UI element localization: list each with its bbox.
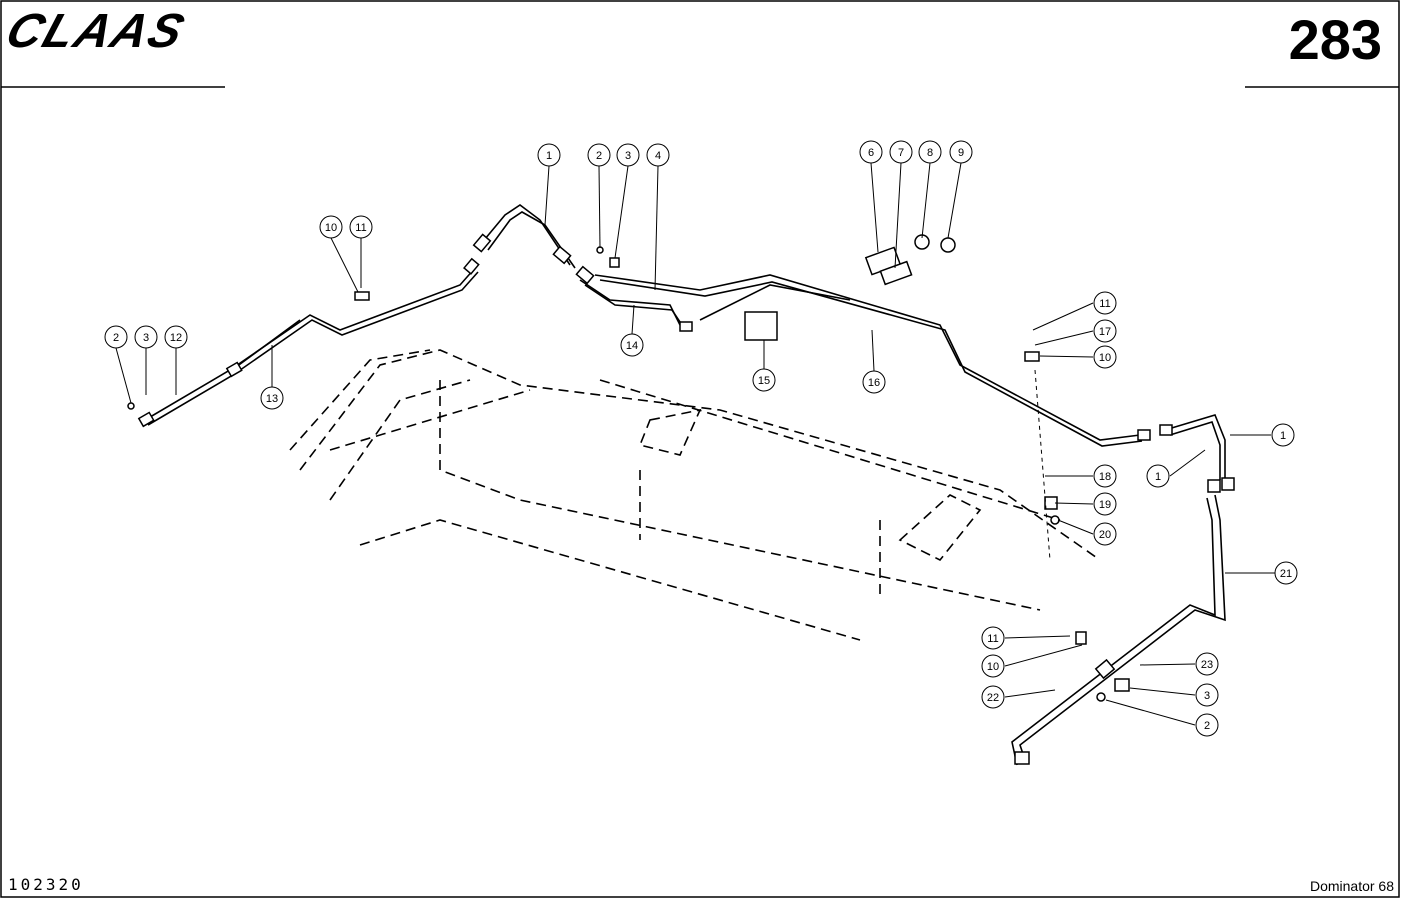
callout-15: 15 — [752, 368, 776, 392]
callout-11-c: 11 — [981, 626, 1005, 650]
svg-text:15: 15 — [758, 375, 770, 387]
callout-1-a: 1 — [537, 143, 561, 167]
callout-19: 19 — [1093, 492, 1117, 516]
callout-2-c: 2 — [1195, 713, 1219, 737]
callout-4: 4 — [646, 143, 670, 167]
callout-20: 20 — [1093, 522, 1117, 546]
callout-6: 6 — [859, 140, 883, 164]
svg-text:22: 22 — [987, 692, 999, 704]
svg-text:11: 11 — [355, 222, 366, 234]
fittings — [127, 233, 1235, 765]
hydraulic-lines — [144, 204, 1226, 766]
svg-text:23: 23 — [1201, 659, 1213, 671]
drawing-number: 102320 — [8, 875, 84, 894]
callouts: 1 2 3 4 6 7 8 9 10 11 2 3 12 13 14 15 16… — [104, 140, 1298, 737]
svg-text:2: 2 — [113, 332, 119, 344]
svg-text:10: 10 — [987, 661, 999, 673]
brand-logo: CLAAS — [0, 5, 193, 58]
callout-12: 12 — [164, 325, 188, 349]
svg-text:10: 10 — [1099, 352, 1111, 364]
svg-text:2: 2 — [596, 150, 602, 162]
svg-text:21: 21 — [1280, 568, 1292, 580]
svg-text:19: 19 — [1099, 499, 1111, 511]
callout-3-a: 3 — [616, 143, 640, 167]
callout-2-b: 2 — [104, 325, 128, 349]
callout-22: 22 — [981, 685, 1005, 709]
callout-3-c: 3 — [1195, 683, 1219, 707]
callout-3-b: 3 — [134, 325, 158, 349]
machine-outline — [289, 349, 1101, 641]
callout-8: 8 — [918, 140, 942, 164]
svg-text:16: 16 — [868, 377, 880, 389]
callout-10-b: 10 — [1093, 345, 1117, 369]
svg-text:12: 12 — [170, 332, 182, 344]
page-number: 283 — [1288, 8, 1382, 71]
callout-1-b: 1 — [1271, 423, 1295, 447]
svg-text:1: 1 — [1280, 430, 1286, 442]
svg-text:1: 1 — [1155, 471, 1161, 483]
callout-16: 16 — [862, 370, 886, 394]
svg-text:1: 1 — [546, 150, 552, 162]
svg-text:17: 17 — [1099, 326, 1111, 338]
callout-18: 18 — [1093, 464, 1117, 488]
callout-21: 21 — [1274, 561, 1298, 585]
callout-7: 7 — [889, 140, 913, 164]
svg-text:2: 2 — [1204, 720, 1210, 732]
svg-text:10: 10 — [325, 222, 337, 234]
callout-10-a: 10 — [319, 215, 343, 239]
callout-9: 9 — [949, 140, 973, 164]
svg-text:4: 4 — [655, 150, 661, 162]
callout-1-c: 1 — [1146, 464, 1170, 488]
svg-text:6: 6 — [868, 147, 874, 159]
svg-text:20: 20 — [1099, 529, 1111, 541]
svg-text:18: 18 — [1099, 471, 1111, 483]
svg-text:3: 3 — [1204, 690, 1210, 702]
leader-lines — [115, 162, 1275, 726]
svg-text:7: 7 — [898, 147, 904, 159]
callout-13: 13 — [260, 386, 284, 410]
svg-text:11: 11 — [1099, 298, 1110, 310]
callout-17: 17 — [1093, 319, 1117, 343]
model-name: Dominator 68 — [1309, 878, 1394, 894]
svg-text:8: 8 — [927, 147, 933, 159]
svg-text:3: 3 — [625, 150, 631, 162]
callout-10-c: 10 — [981, 654, 1005, 678]
svg-text:3: 3 — [143, 332, 149, 344]
callout-23: 23 — [1195, 652, 1219, 676]
svg-text:13: 13 — [266, 393, 278, 405]
callout-11-b: 11 — [1093, 291, 1117, 315]
svg-text:14: 14 — [626, 340, 638, 352]
svg-text:9: 9 — [958, 147, 964, 159]
callout-14: 14 — [620, 333, 644, 357]
callout-11-a: 11 — [349, 215, 373, 239]
callout-2-a: 2 — [587, 143, 611, 167]
svg-text:11: 11 — [987, 633, 998, 645]
